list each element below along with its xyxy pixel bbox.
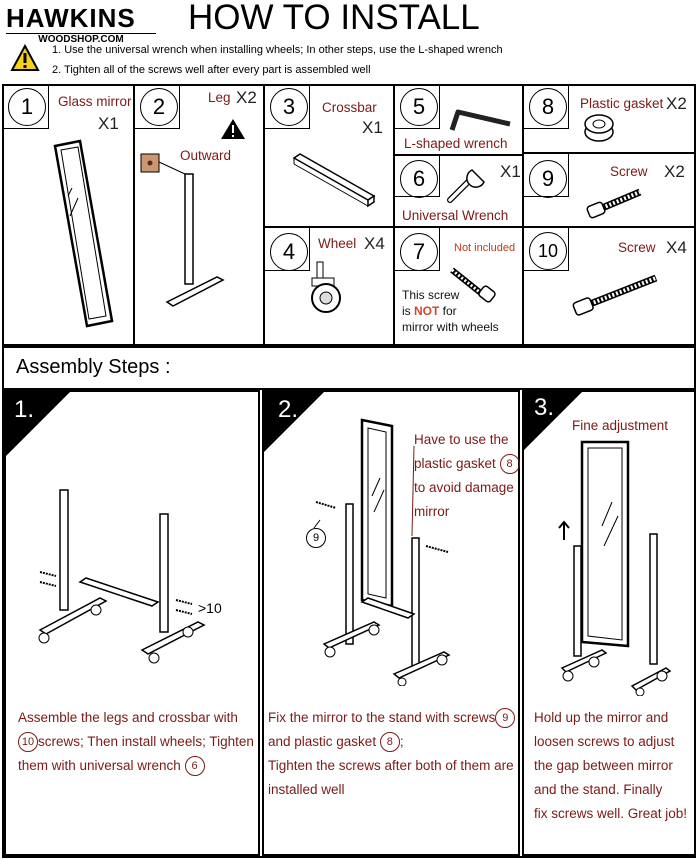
- note-1: 1. Use the universal wrench when install…: [52, 44, 503, 56]
- note-2: 2. Tighten all of the screws well after …: [52, 64, 371, 76]
- leg-image: [140, 153, 225, 307]
- page-title: HOW TO INSTALL: [188, 0, 480, 37]
- part-qty: X2: [666, 94, 687, 113]
- part-name: Universal Wrench: [402, 208, 509, 223]
- part-ref: 8: [379, 732, 400, 753]
- not-emphasis: NOT: [414, 304, 440, 318]
- part-number: 5: [400, 88, 438, 126]
- part-ref: 6: [184, 756, 205, 777]
- note-line-2: is NOT for: [402, 304, 457, 318]
- part-number: 7: [400, 233, 438, 271]
- part-number: 2: [140, 88, 178, 126]
- part-ref: 9: [495, 708, 516, 729]
- wheel-image: [311, 261, 341, 313]
- universal-wrench-image: [447, 169, 485, 203]
- step-3-instructions: Hold up the mirror and loosen screws to …: [534, 710, 688, 821]
- part-name: Plastic gasket: [580, 96, 664, 111]
- step-number: 3.: [534, 394, 555, 421]
- part-number: 6: [400, 160, 438, 198]
- step-number: 1.: [14, 396, 35, 423]
- long-screw-image: [572, 274, 658, 316]
- part-name: Leg: [208, 90, 231, 105]
- step-3-note: Fine adjustment: [572, 418, 669, 433]
- part-qty: X2: [236, 88, 257, 107]
- part-qty: X1: [362, 118, 383, 137]
- part-name: Crossbar: [322, 100, 377, 115]
- step-number: 2.: [278, 396, 299, 423]
- part-number: 4: [270, 233, 308, 271]
- step-2-diagram: [313, 418, 451, 686]
- part-name: Glass mirror: [58, 94, 132, 109]
- part-qty: X4: [364, 234, 385, 253]
- caution-icon: [221, 119, 245, 139]
- l-wrench-image: [449, 109, 511, 131]
- step-1-diagram: [38, 489, 206, 664]
- not-included-label: Not included: [454, 242, 516, 254]
- part-ref: 8: [499, 454, 520, 475]
- excluded-screw-image: [450, 267, 496, 303]
- part-name: Wheel: [318, 236, 357, 251]
- part-number: 9: [529, 160, 567, 198]
- step-1-callout: >10: [198, 600, 222, 616]
- brand-logo: HAWKINS WOODSHOP.COM: [6, 4, 174, 46]
- step-2-callout: 9: [306, 528, 326, 548]
- part-ref: 9: [306, 528, 326, 548]
- step-1-panel: 1.: [4, 390, 260, 856]
- part-number: 10: [529, 232, 567, 270]
- assembly-title: Assembly Steps :: [16, 356, 171, 378]
- part-number: 1: [8, 88, 46, 126]
- brand-name: HAWKINS: [6, 3, 136, 33]
- note-line-3: mirror with wheels: [402, 320, 499, 334]
- part-qty: X4: [666, 238, 687, 257]
- step-3-panel: 3.: [522, 390, 696, 856]
- part-qty: X1: [500, 162, 521, 181]
- part-qty: X2: [664, 162, 685, 181]
- crossbar-image: [292, 153, 376, 208]
- plastic-gasket-image: [584, 114, 614, 142]
- part-name: L-shaped wrench: [404, 136, 508, 151]
- part-ref: 10: [18, 732, 38, 753]
- note-line-1: This screw: [402, 288, 460, 302]
- part-name: Screw: [618, 240, 656, 255]
- outward-label: Outward: [180, 148, 232, 163]
- part-name: Screw: [610, 164, 648, 179]
- part-number: 3: [270, 88, 308, 126]
- part-number: 8: [529, 88, 567, 126]
- brand-site: WOODSHOP.COM: [6, 33, 156, 45]
- parts-grid: [2, 84, 696, 346]
- short-screw-image: [586, 188, 642, 219]
- warning-icon: [10, 44, 40, 71]
- step-3-diagram: [558, 440, 672, 696]
- step-2-note: Have to use the plastic gasket 8 to avoi…: [414, 428, 520, 524]
- part-qty: X1: [98, 114, 119, 133]
- glass-mirror-image: [53, 139, 114, 328]
- step-2-panel: 2.: [262, 390, 520, 856]
